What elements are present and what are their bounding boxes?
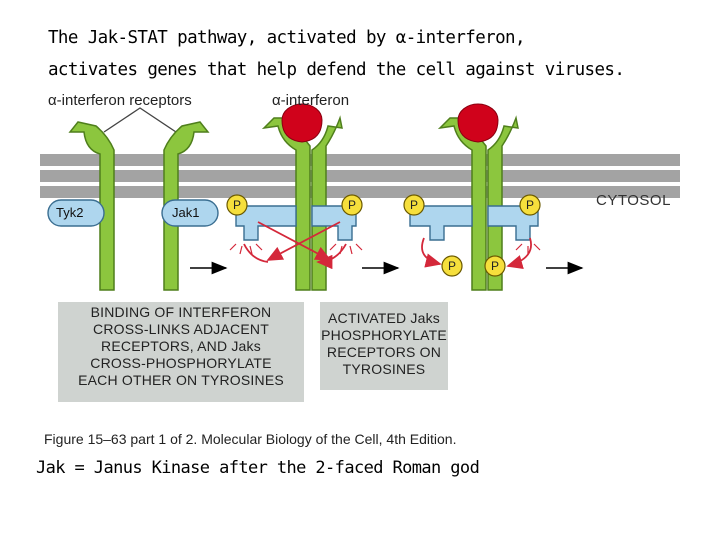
phosphate-label: P xyxy=(233,198,241,212)
box2-line: TYROSINES xyxy=(320,361,448,378)
interferon-ligand-2 xyxy=(458,104,498,142)
receptor-label-pointer xyxy=(104,108,176,132)
cytosol-label: CYTOSOL xyxy=(596,192,671,209)
box1-line: CROSS-PHOSPHORYLATE xyxy=(58,355,304,372)
box1-line: EACH OTHER ON TYROSINES xyxy=(58,372,304,389)
interferon-ligands xyxy=(282,104,498,142)
receptors-label: α-interferon receptors xyxy=(48,92,192,109)
phosphate-label: P xyxy=(410,198,418,212)
tyk2-label: Tyk2 xyxy=(56,205,83,220)
box1-line: BINDING OF INTERFERON xyxy=(58,304,304,321)
phosphate-label: P xyxy=(348,198,356,212)
step2-description-box: ACTIVATED Jaks PHOSPHORYLATE RECEPTORS O… xyxy=(320,302,448,390)
box1-line: RECEPTORS, AND Jaks xyxy=(58,338,304,355)
jak-kinases xyxy=(48,200,538,240)
phosphate-label: P xyxy=(448,259,456,273)
box2-line: RECEPTORS ON xyxy=(320,344,448,361)
box2-line: PHOSPHORYLATE xyxy=(320,327,448,344)
figure-caption: Figure 15–63 part 1 of 2. Molecular Biol… xyxy=(44,431,456,447)
box1-line: CROSS-LINKS ADJACENT xyxy=(58,321,304,338)
jak-note: Jak = Janus Kinase after the 2-faced Rom… xyxy=(36,458,479,478)
cell-membrane xyxy=(40,152,680,198)
phosphate-label: P xyxy=(491,259,499,273)
step1-description-box: BINDING OF INTERFERON CROSS-LINKS ADJACE… xyxy=(58,302,304,402)
interferon-ligand-1 xyxy=(282,104,322,142)
interferon-label: α-interferon xyxy=(272,92,349,109)
receptor-pair-ligand-bound-1 xyxy=(264,118,342,290)
phosphate-label: P xyxy=(526,198,534,212)
box2-line: ACTIVATED Jaks xyxy=(320,310,448,327)
jak1-label: Jak1 xyxy=(172,205,199,220)
